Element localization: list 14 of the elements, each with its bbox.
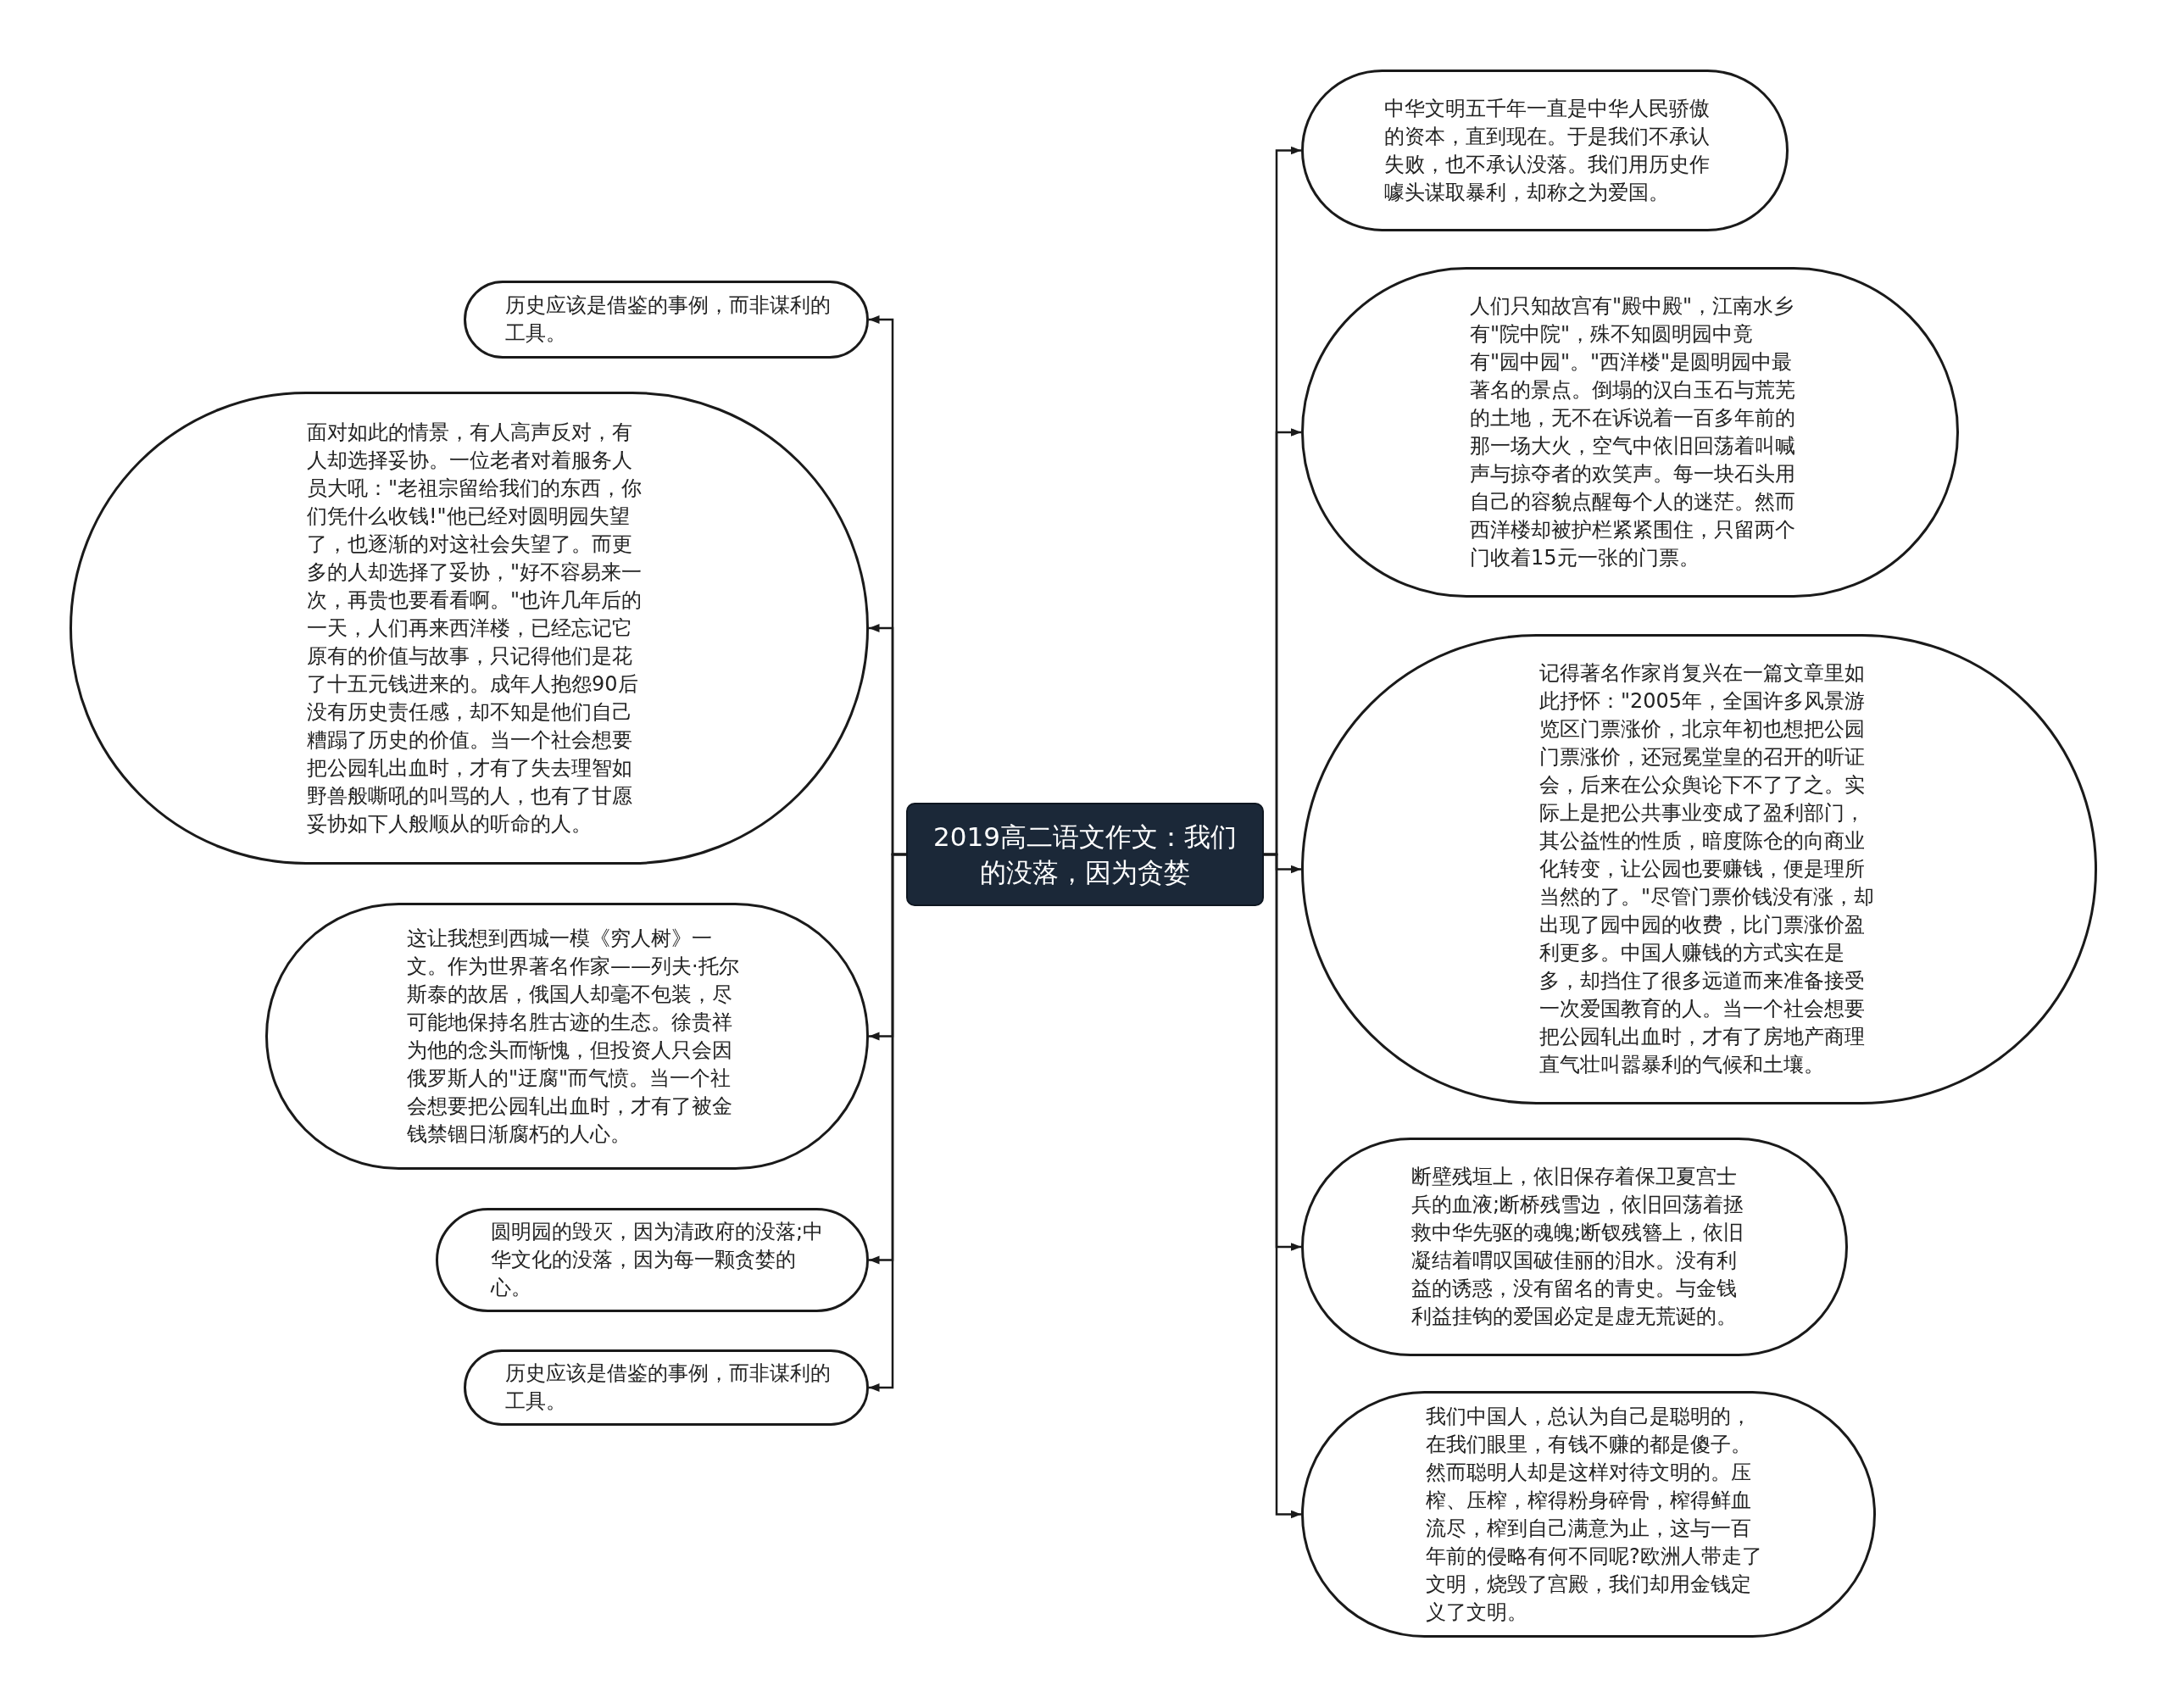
paragraph-text: 断壁残垣上，依旧保存着保卫夏宫士兵的血液;断桥残雪边，依旧回荡着拯救中华先驱的魂魄;断钗残簪上，依旧凝结着喟叹国破佳丽的泪水。没有利益的诱惑，没有留名的青史。与金钱利益挂钩的爱国必定是虚无荒诞的。 <box>1411 1164 1745 1330</box>
paragraph-text: 中华文明五千年一直是中华人民骄傲的资本，直到现在。于是我们不承认失败，也不承认没落。我们用历史作噱头谋取暴利，却称之为爱国。 <box>1384 95 1711 206</box>
paragraph-text: 人们只知故宫有"殿中殿"，江南水乡有"院中院"，殊不知圆明园中竟有"园中园"。"西洋楼"是圆明园中最著名的景点。倒塌的汉白玉石与荒芜的土地，无不在诉说着一百多年前的那一场大火，空气中依旧回荡着叫喊声与掠夺者的欢笑声。每一块石头用自己的容貌点醒每个人的迷茫。然而西洋楼却被护栏紧紧围住，只留两个门收着15元一张的门票。 <box>1470 293 1796 571</box>
connector-arrow <box>869 853 906 1392</box>
paragraph-text: 我们中国人，总认为自己是聪明的，在我们眼里，有钱不赚的都是傻子。然而聪明人却是这样对待文明的。压榨、压榨，榨得粉身碎骨，榨得鲜血流尽，榨到自己满意为止，这与一百年前的侵略有何不同呢?欧洲人带走了文明，烧毁了宫殿，我们却用金钱定义了文明。 <box>1426 1403 1763 1626</box>
topic-title: 2019高二语文作文：我们的没落，因为贪婪 <box>932 821 1238 889</box>
paragraph-text: 圆明园的毁灭，因为清政府的没落;中华文化的没落，因为每一颗贪婪的心。 <box>491 1219 825 1301</box>
paragraph-text: 历史应该是借鉴的事例，而非谋利的工具。 <box>505 292 832 347</box>
paragraph-text: 面对如此的情景，有人高声反对，有人却选择妥协。一位老者对着服务人员大吼："老祖宗留给我们的东西，你们凭什么收钱!"他已经对圆明园失望了，也逐渐的对这社会失望了。而更多的人却选择了妥协，"好不容易来一次，再贵也要看看啊。"也许几年后的一天，人们再来西洋楼，已经忘记它原有的价值与故事，只记得他们是花了十五元钱进来的。成年人抱怨90后没有历史责任感，却不知是他们自己糟蹋了历史的价值。当一个社会想要把公园轧出血时，才有了失去理智如野兽般嘶吼的叫骂的人，也有了甘愿妥协如下人般顺从的听命的人。 <box>307 419 643 837</box>
paragraph-text: 历史应该是借鉴的事例，而非谋利的工具。 <box>505 1360 832 1415</box>
paragraph-text: 这让我想到西城一模《穷人树》一文。作为世界著名作家——列夫·托尔斯泰的故居，俄国人却毫不包装，尽可能地保持名胜古迹的生态。徐贵祥为他的念头而惭愧，但投资人只会因俄罗斯人的"迂腐"而气愤。当一个社会想要把公园轧出血时，才有了被金钱禁锢日渐腐朽的人心。 <box>407 925 740 1148</box>
central-topic <box>906 803 1264 906</box>
connector-arrow <box>1264 853 1301 1519</box>
paragraph-text: 记得著名作家肖复兴在一篇文章里如此抒怀："2005年，全国许多风景游览区门票涨价，北京年初也想把公园门票涨价，还冠冕堂皇的召开的听证会，后来在公众舆论下不了了之。实际上是把公共事业变成了盈利部门，其公益性的性质，暗度陈仓的向商业化转变，让公园也要赚钱，便是理所当然的了。"尽管门票价钱没有涨，却出现了园中园的收费，比门票涨价盈利更多。中国人赚钱的方式实在是多，却挡住了很多远道而来准备接受一次爱国教育的人。当一个社会想要把公园轧出血时，才有了房地产商理直气壮叫嚣暴利的气候和土壤。 <box>1539 660 1876 1078</box>
